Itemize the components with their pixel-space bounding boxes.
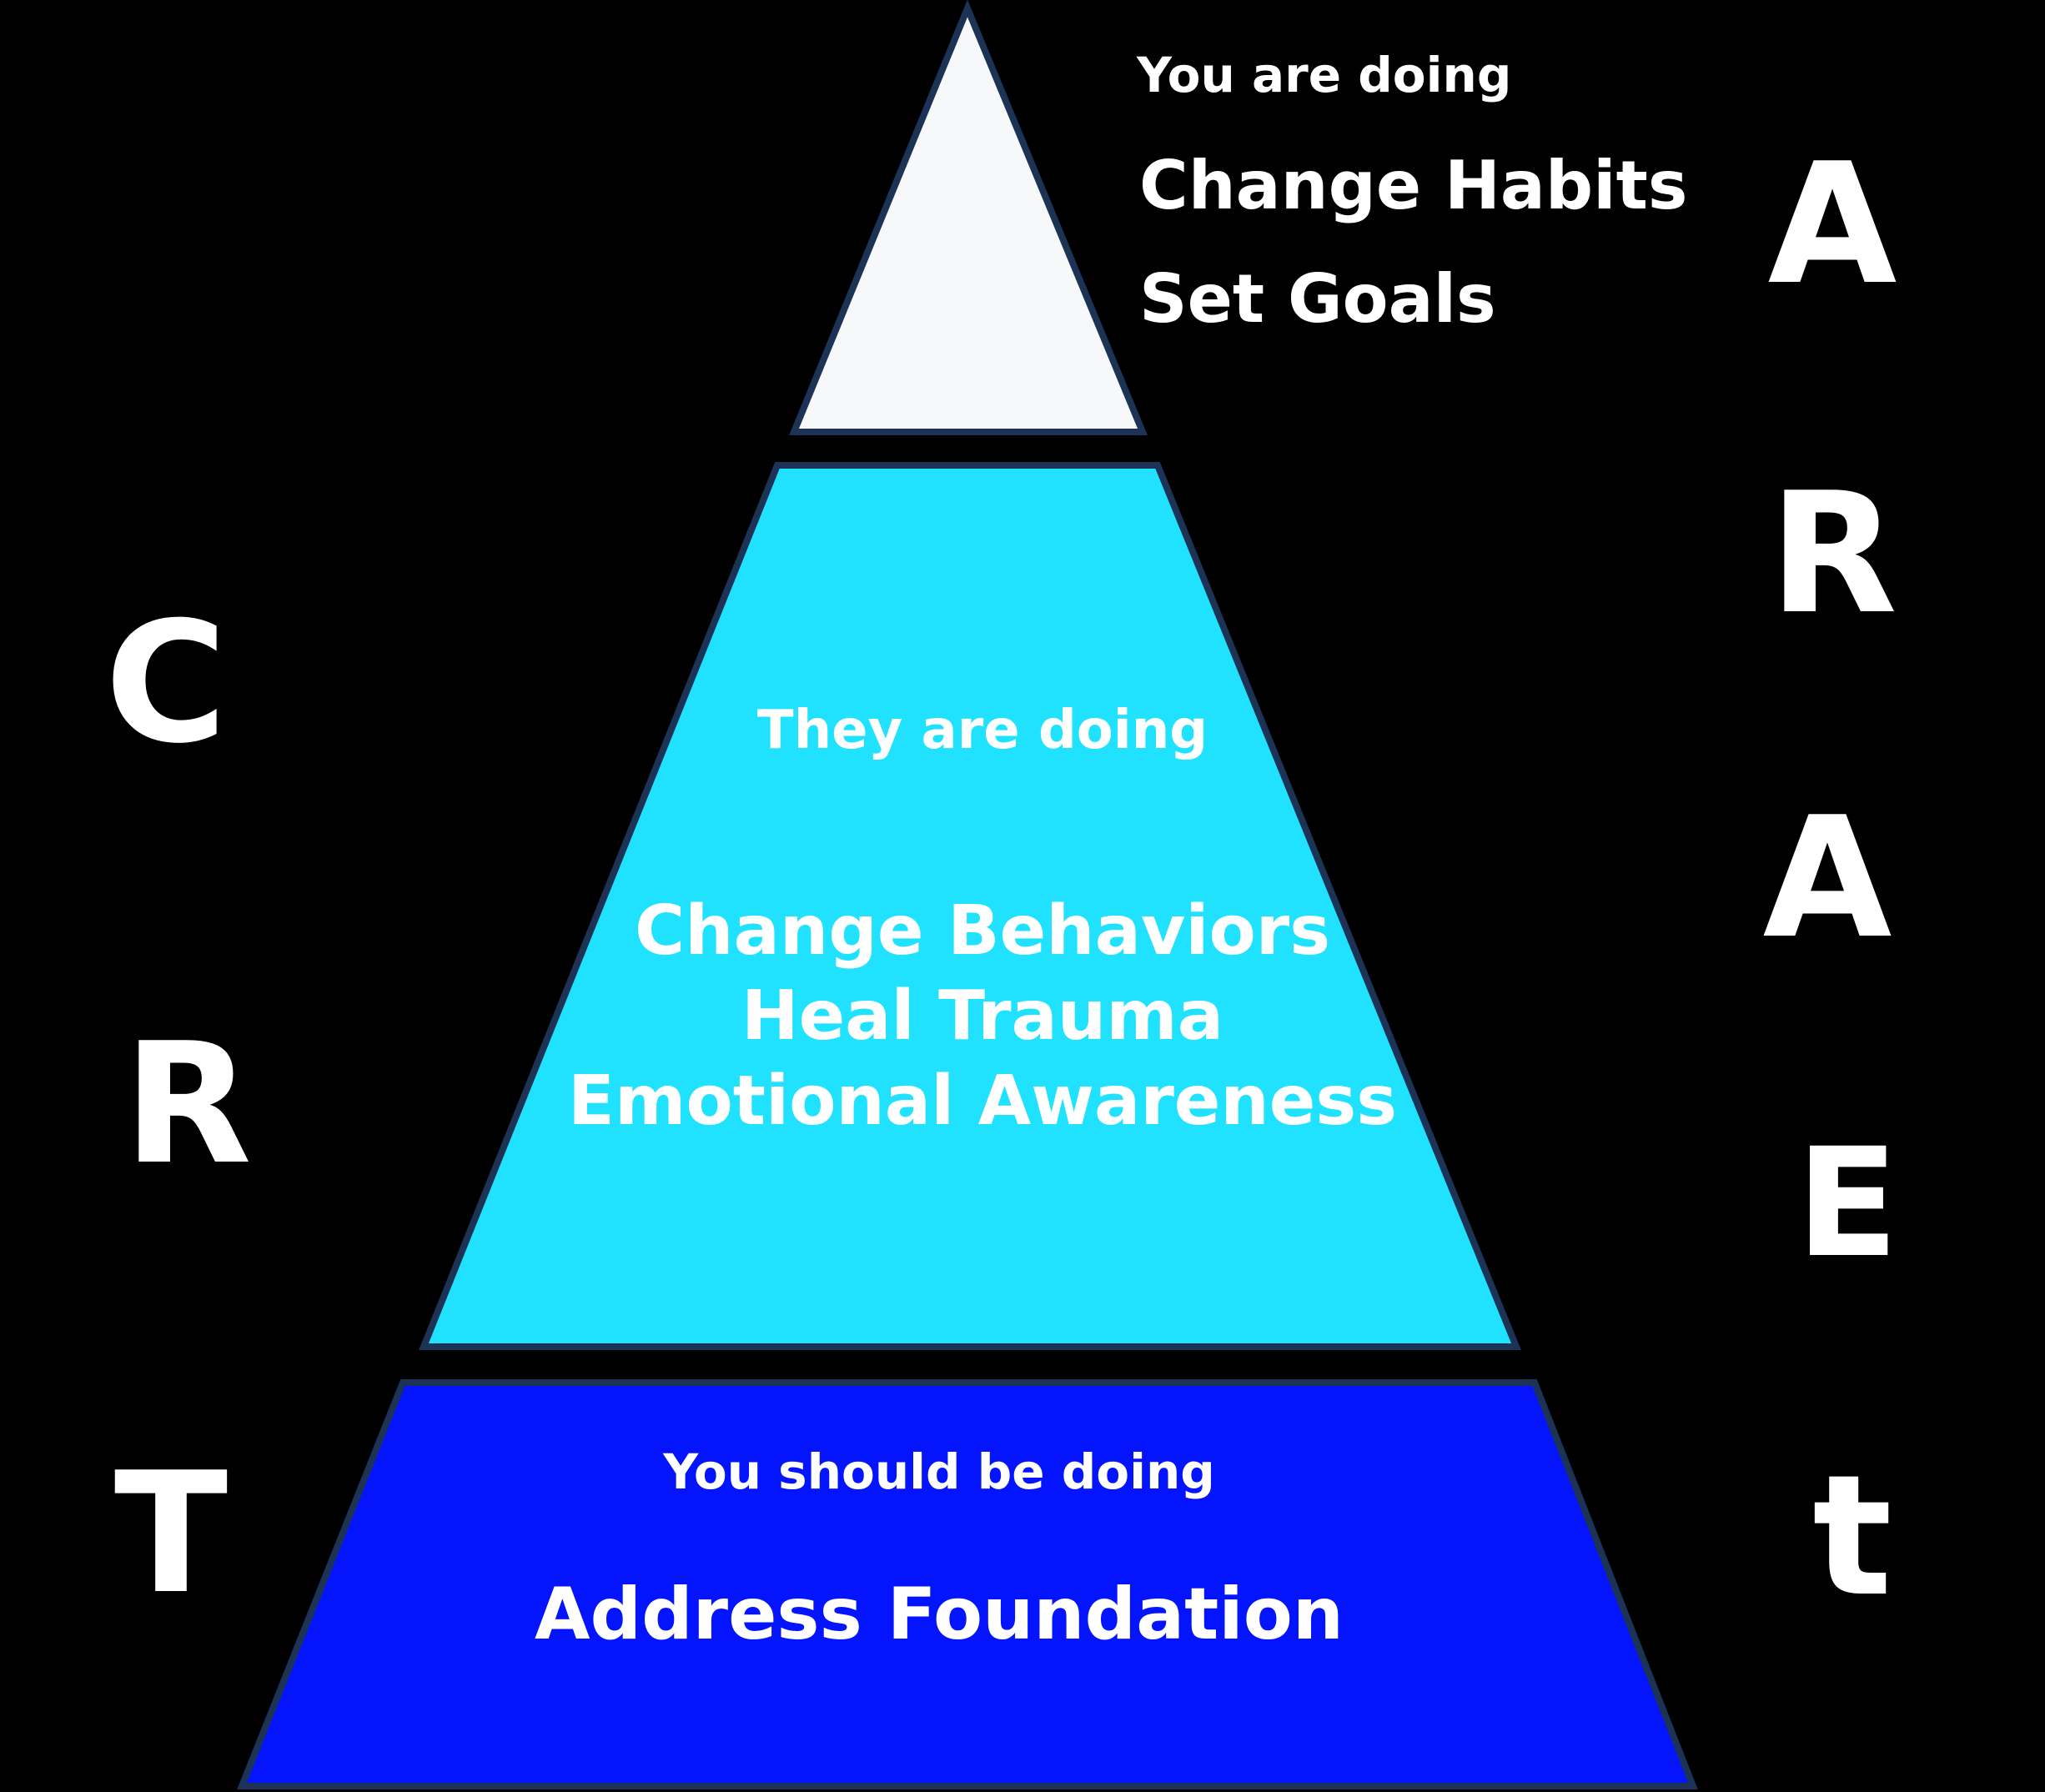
scatter-letter-right-r: R <box>1768 457 1898 651</box>
scatter-letter-right-a1: A <box>1767 128 1897 322</box>
tier-bottom-shape <box>237 1379 1698 1789</box>
tier-middle-item-emotional-awareness: Emotional Awareness <box>567 1062 1398 1141</box>
tier-middle-shape <box>419 462 1521 1350</box>
tier-middle-item-heal-trauma: Heal Trauma <box>741 976 1224 1056</box>
tier-top-header: You are doing <box>1137 47 1512 103</box>
tier-middle-header: They are doing <box>756 700 1208 761</box>
scatter-letter-right-a2: A <box>1762 781 1892 976</box>
scatter-letter-left-c: C <box>104 586 228 781</box>
tier-top-item-set-goals: Set Goals <box>1139 260 1496 338</box>
scatter-letter-left-r: R <box>123 1007 253 1202</box>
tier-middle-item-change-behaviors: Change Behaviors <box>634 891 1331 971</box>
scatter-letter-right-t: t <box>1812 1439 1892 1634</box>
tier-bottom-header: You should be doing <box>663 1443 1215 1500</box>
tier-middle-items: Change Behaviors Heal Trauma Emotional A… <box>568 889 1397 1144</box>
tier-bottom-item-address-foundation: Address Foundation <box>534 1573 1344 1656</box>
tier-top-shape <box>789 0 1148 435</box>
scatter-letter-left-t: T <box>113 1437 229 1631</box>
tier-top-item-change-habits: Change Habits <box>1139 147 1688 224</box>
scatter-letter-right-e: E <box>1796 1117 1899 1291</box>
